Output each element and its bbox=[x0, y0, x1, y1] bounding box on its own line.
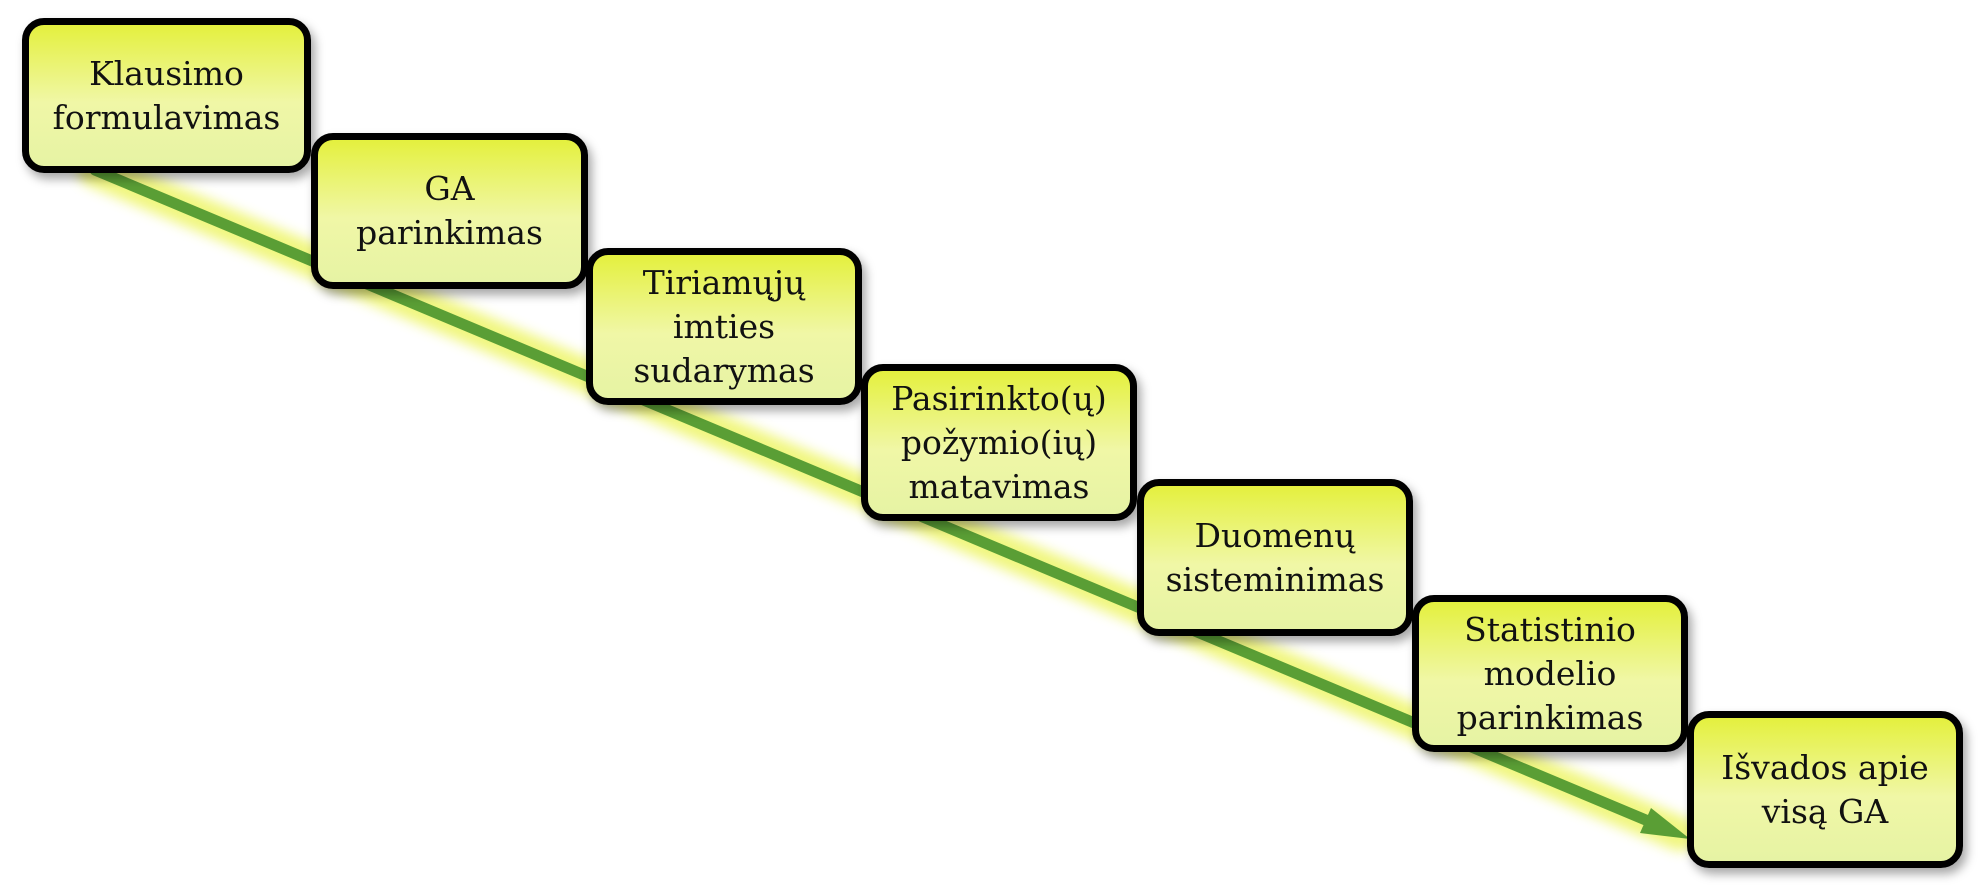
step-label-line: parinkimas bbox=[356, 213, 543, 252]
step-label-line: požymio(ių) bbox=[900, 422, 1098, 462]
step-box-conclusions: Išvados apie visą GA bbox=[1687, 711, 1963, 868]
step-label-line: sisteminimas bbox=[1165, 559, 1385, 599]
step-box-sample-construction: Tiriamųjų imties sudarymas bbox=[586, 248, 862, 405]
step-text: Išvados apie visą GA bbox=[1721, 746, 1929, 834]
step-text: Tiriamųjų imties sudarymas bbox=[633, 261, 814, 393]
step-text: Duomenų sisteminimas bbox=[1166, 514, 1385, 602]
step-box-ga-selection: GA parinkimas bbox=[311, 133, 588, 289]
arrow-head-icon bbox=[1640, 808, 1690, 839]
step-label-line: Duomenų bbox=[1194, 515, 1356, 555]
step-label-line: sudarymas bbox=[633, 350, 815, 390]
step-text: Statistinio modelio parinkimas bbox=[1457, 608, 1644, 740]
step-label-line: matavimas bbox=[908, 466, 1090, 506]
step-text: Pasirinkto(ų) požymio(ių) matavimas bbox=[891, 377, 1107, 509]
step-label-line: Pasirinkto(ų) bbox=[891, 378, 1107, 418]
step-box-data-systematization: Duomenų sisteminimas bbox=[1137, 479, 1413, 636]
step-label-line: visą GA bbox=[1761, 791, 1889, 831]
step-label-line: parinkimas bbox=[1456, 697, 1644, 737]
step-text: Klausimo formulavimas bbox=[53, 52, 281, 140]
step-label-line: modelio bbox=[1483, 653, 1617, 693]
step-label-line: Tiriamųjų bbox=[642, 262, 806, 302]
step-label-line: Klausimo bbox=[89, 53, 244, 93]
step-label-line: Išvados apie bbox=[1721, 747, 1929, 787]
step-label-line: formulavimas bbox=[52, 97, 281, 137]
step-box-question-formulation: Klausimo formulavimas bbox=[22, 18, 311, 173]
step-label-line: GA bbox=[424, 169, 475, 208]
step-box-feature-measurement: Pasirinkto(ų) požymio(ių) matavimas bbox=[861, 364, 1137, 521]
step-label-line: Statistinio bbox=[1464, 609, 1636, 649]
step-text: GA parinkimas bbox=[356, 167, 543, 255]
step-box-statistical-model-selection: Statistinio modelio parinkimas bbox=[1412, 595, 1688, 752]
step-label-line: imties bbox=[672, 306, 776, 346]
